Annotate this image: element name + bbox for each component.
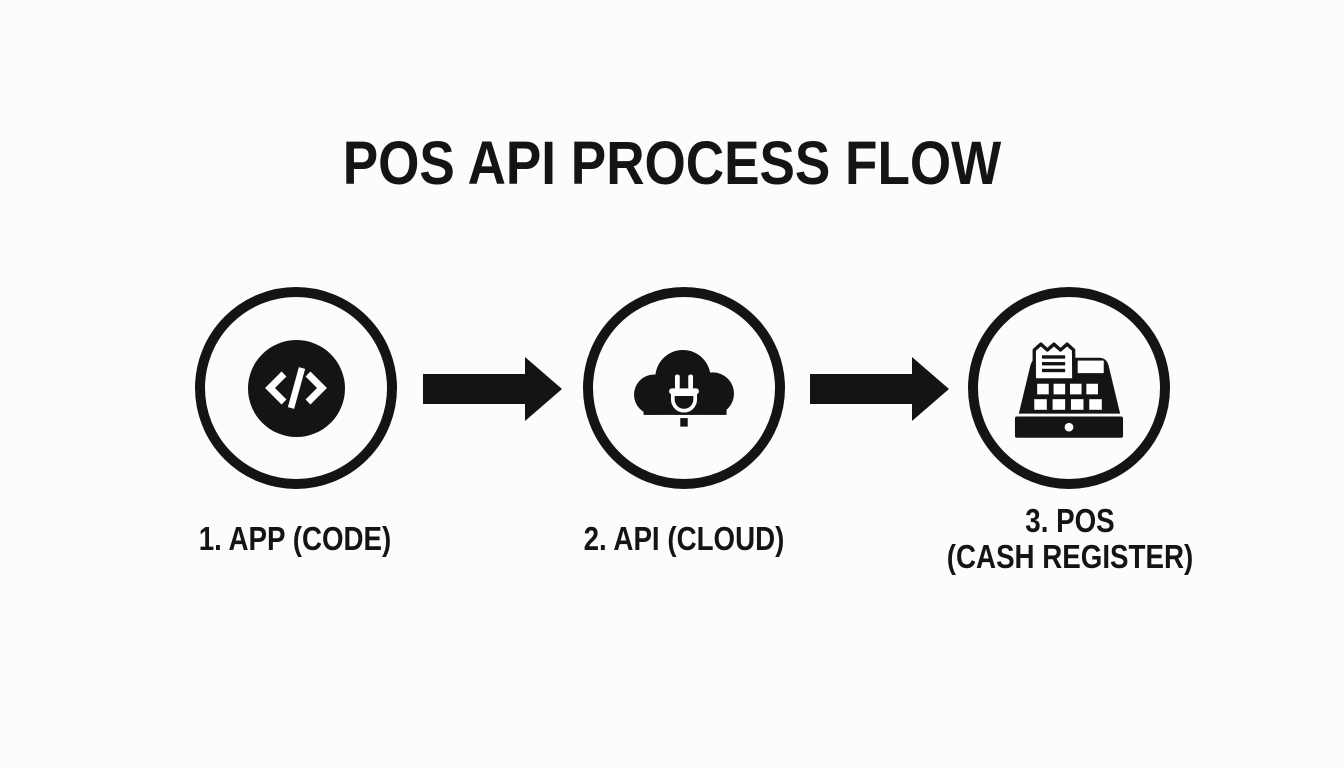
step-label-app: 1. APP (CODE)	[198, 520, 392, 557]
code-chevrons-icon	[265, 367, 327, 409]
arrow-right-icon	[810, 357, 949, 421]
code-icon	[247, 339, 345, 437]
step-label-api: 2. API (CLOUD)	[583, 520, 785, 557]
step-label-pos: 3. POS (CASH REGISTER)	[946, 502, 1194, 575]
cash-register-icon	[1014, 341, 1124, 438]
app-node-circle	[195, 287, 397, 489]
pos-node-circle	[968, 287, 1170, 489]
cloud-plug-icon	[634, 350, 734, 427]
api-node-circle	[583, 287, 785, 489]
page-title: POS API PROCESS FLOW	[342, 129, 1002, 197]
arrow-right-icon	[423, 357, 562, 421]
